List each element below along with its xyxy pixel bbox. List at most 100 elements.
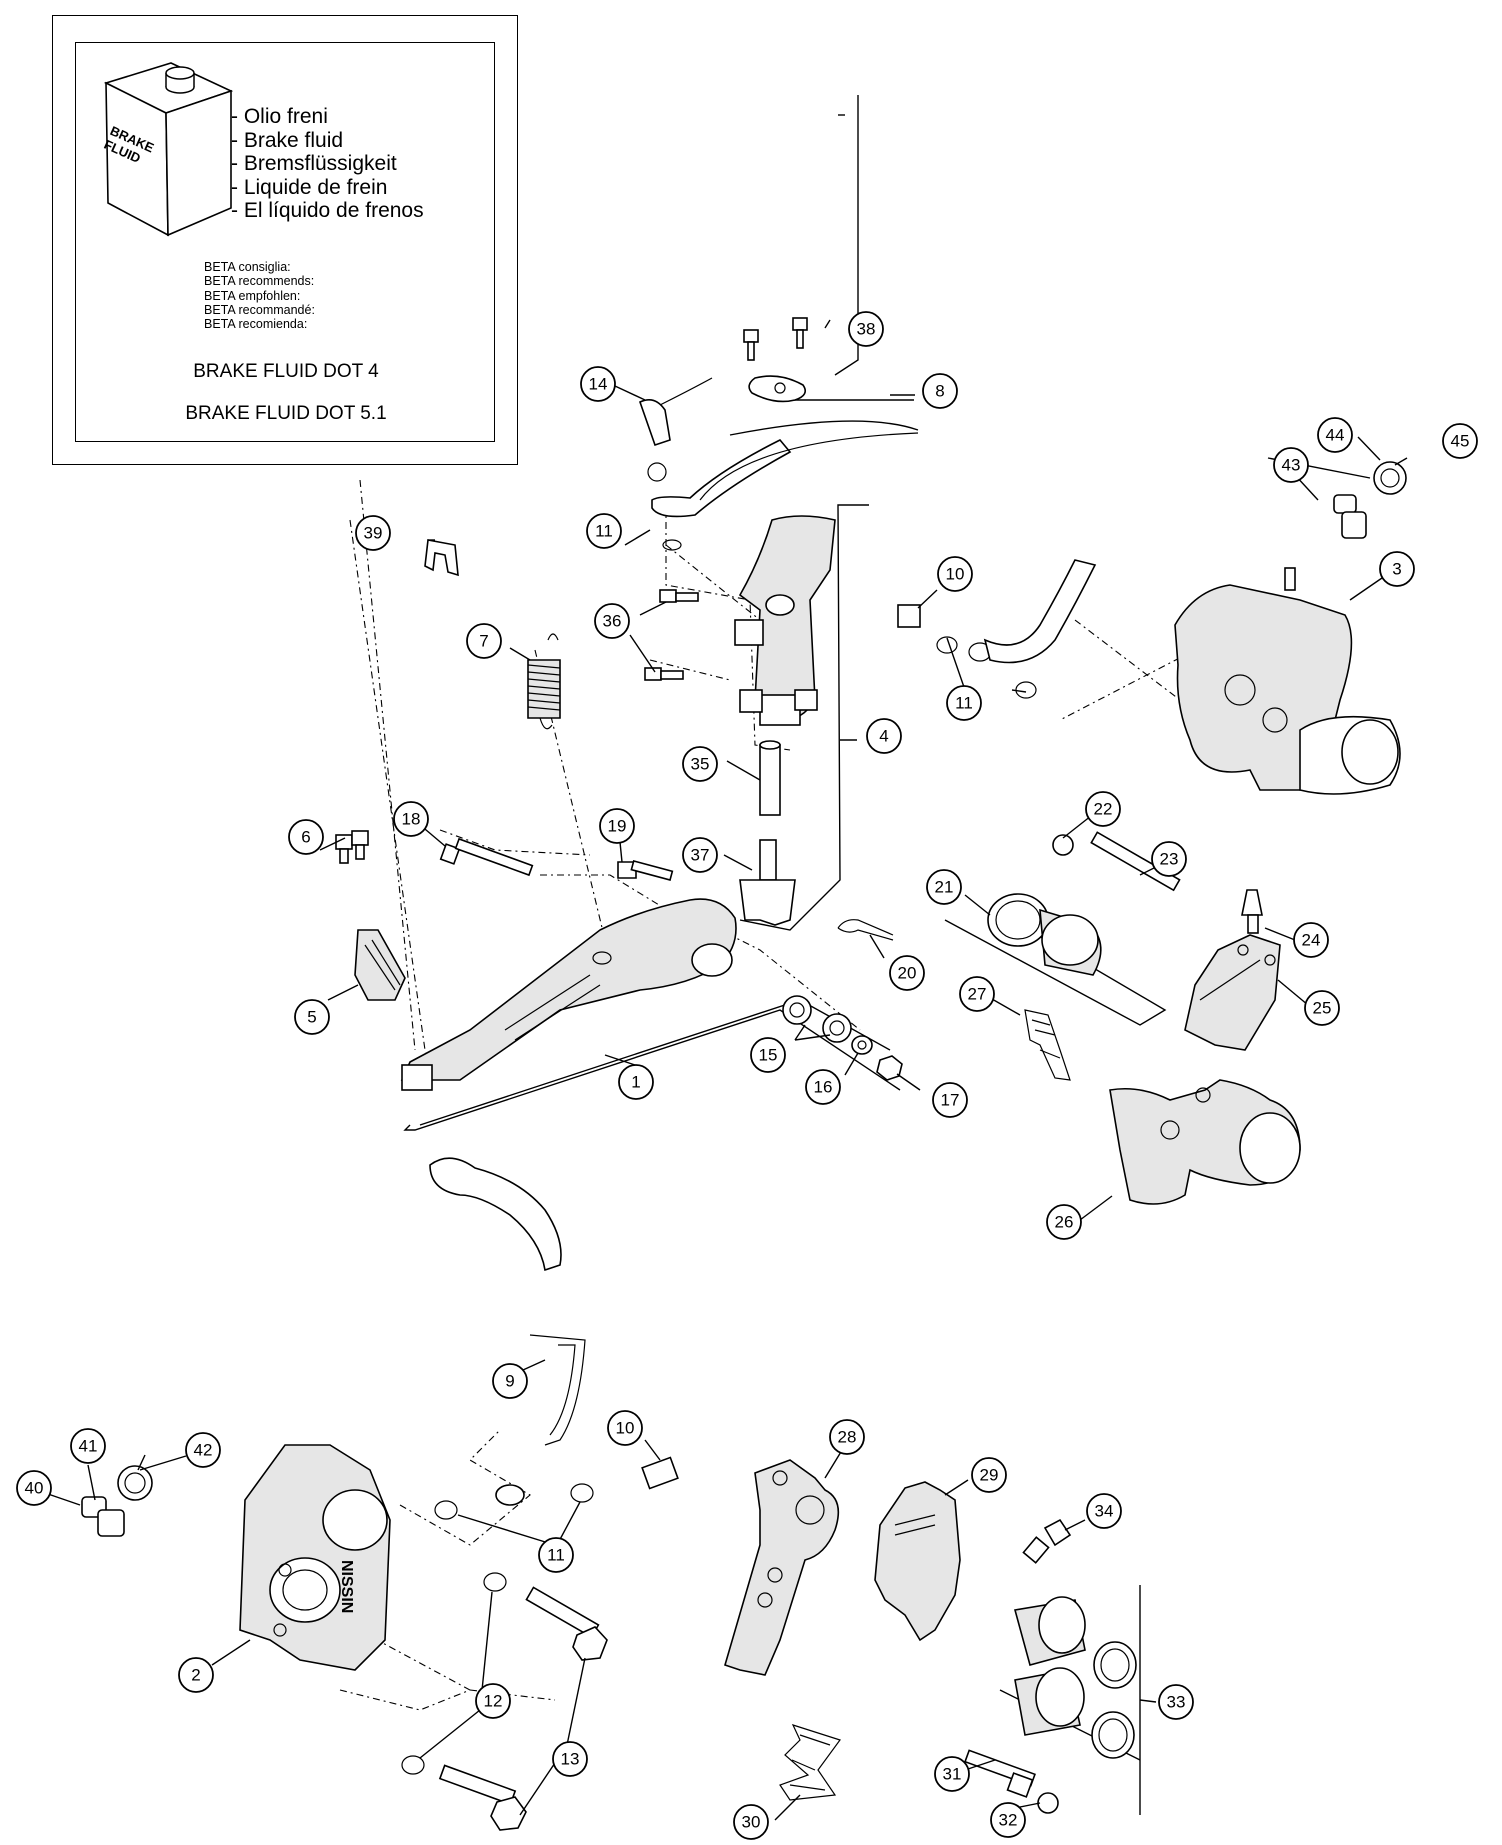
svg-text:19: 19 — [608, 817, 627, 836]
callout-30[interactable]: 30 — [733, 1804, 769, 1840]
svg-text:14: 14 — [589, 375, 608, 394]
brake-fluid-legend: BRAKE FLUID - Olio freni - Brake fluid -… — [52, 15, 518, 465]
svg-text:45: 45 — [1451, 432, 1470, 451]
callout-24[interactable]: 24 — [1293, 922, 1329, 958]
callout-31[interactable]: 31 — [934, 1756, 970, 1792]
part-bleeder-24 — [1241, 889, 1263, 934]
svg-text:7: 7 — [479, 632, 488, 651]
brake-fluid-can-icon — [103, 62, 234, 237]
callout-38[interactable]: 38 — [848, 311, 884, 347]
callout-10b[interactable]: 10 — [607, 1410, 643, 1446]
callout-26[interactable]: 26 — [1046, 1204, 1082, 1240]
callout-6[interactable]: 6 — [288, 819, 324, 855]
callout-1[interactable]: 1 — [618, 1064, 654, 1100]
callout-42[interactable]: 42 — [185, 1432, 221, 1468]
svg-text:13: 13 — [561, 1750, 580, 1769]
callout-44[interactable]: 44 — [1317, 417, 1353, 453]
part-clip-39 — [424, 539, 459, 577]
callout-14[interactable]: 14 — [580, 366, 616, 402]
callout-27[interactable]: 27 — [959, 976, 995, 1012]
callout-19[interactable]: 19 — [599, 808, 635, 844]
svg-text:16: 16 — [814, 1078, 833, 1097]
svg-text:23: 23 — [1160, 850, 1179, 869]
part-brake-pedal-1 — [400, 898, 737, 1091]
svg-text:33: 33 — [1167, 1693, 1186, 1712]
callout-11[interactable]: 11 — [586, 513, 622, 549]
callout-35[interactable]: 35 — [682, 746, 718, 782]
callout-17[interactable]: 17 — [932, 1082, 968, 1118]
svg-text:37: 37 — [691, 846, 710, 865]
callout-9[interactable]: 9 — [492, 1363, 528, 1399]
callout-7[interactable]: 7 — [466, 623, 502, 659]
callout-2[interactable]: 2 — [178, 1657, 214, 1693]
callout-45[interactable]: 45 — [1442, 423, 1478, 459]
part-rear-banjo-10 — [897, 559, 1097, 699]
callout-36[interactable]: 36 — [594, 603, 630, 639]
part-pad-pin-23 — [1090, 831, 1181, 892]
spec-dot4: BRAKE FLUID DOT 4 — [193, 361, 379, 382]
svg-text:30: 30 — [742, 1813, 761, 1832]
part-washers-12 — [401, 1572, 507, 1775]
callout-12[interactable]: 12 — [475, 1683, 511, 1719]
callout-15[interactable]: 15 — [750, 1037, 786, 1073]
part-pin-18 — [439, 837, 534, 877]
fluid-name-fr: - Liquide de frein — [231, 175, 388, 199]
svg-text:31: 31 — [943, 1765, 962, 1784]
callout-21[interactable]: 21 — [926, 869, 962, 905]
callout-33[interactable]: 33 — [1158, 1684, 1194, 1720]
svg-text:9: 9 — [505, 1372, 514, 1391]
part-pad-pin-31 — [964, 1749, 1036, 1798]
part-caliper-bracket-26 — [1109, 1079, 1301, 1205]
part-front-caliper-2: NISSIN — [239, 1444, 391, 1671]
svg-text:32: 32 — [999, 1811, 1018, 1830]
part-washer-16 — [851, 1035, 873, 1055]
callout-18[interactable]: 18 — [393, 801, 429, 837]
part-bolts-13 — [438, 1586, 608, 1831]
svg-text:17: 17 — [941, 1091, 960, 1110]
part-front-banjo-10 — [434, 1456, 679, 1520]
callout-16[interactable]: 16 — [805, 1069, 841, 1105]
callout-25[interactable]: 25 — [1304, 990, 1340, 1026]
callout-5[interactable]: 5 — [294, 999, 330, 1035]
callout-43[interactable]: 43 — [1273, 447, 1309, 483]
svg-text:38: 38 — [857, 320, 876, 339]
svg-text:10: 10 — [616, 1419, 635, 1438]
part-pistons-33 — [1013, 1596, 1137, 1759]
svg-text:3: 3 — [1392, 560, 1401, 579]
part-master-cylinder-4 — [734, 515, 836, 726]
callout-4[interactable]: 4 — [866, 718, 902, 754]
fluid-name-en: - Brake fluid — [231, 128, 344, 152]
callout-13[interactable]: 13 — [552, 1741, 588, 1777]
callout-28[interactable]: 28 — [829, 1419, 865, 1455]
callout-8[interactable]: 8 — [922, 373, 958, 409]
recommend-it: BETA consiglia: — [204, 260, 291, 274]
recommend-es: BETA recomienda: — [204, 317, 308, 332]
callout-34[interactable]: 34 — [1086, 1493, 1122, 1529]
part-pad-spring-27 — [1024, 1009, 1071, 1081]
callout-11c[interactable]: 11 — [538, 1537, 574, 1573]
callout-20[interactable]: 20 — [889, 955, 925, 991]
svg-text:24: 24 — [1302, 931, 1321, 950]
callout-22[interactable]: 22 — [1085, 791, 1121, 827]
recommendation-list: BETA consiglia: BETA recommends: BETA em… — [204, 260, 315, 331]
svg-text:34: 34 — [1095, 1502, 1114, 1521]
callout-10[interactable]: 10 — [937, 556, 973, 592]
callout-37[interactable]: 37 — [682, 837, 718, 873]
recommend-en: BETA recommends: — [204, 274, 315, 289]
part-cover-38 — [743, 317, 808, 403]
callout-11b[interactable]: 11 — [946, 685, 982, 721]
part-front-pads-29 — [874, 1481, 961, 1642]
part-pin-19 — [617, 859, 674, 881]
callout-32[interactable]: 32 — [990, 1802, 1026, 1838]
callout-23[interactable]: 23 — [1151, 841, 1187, 877]
svg-text:36: 36 — [603, 612, 622, 631]
svg-text:44: 44 — [1326, 426, 1345, 445]
fluid-name-it: - Olio freni — [231, 105, 328, 128]
callout-41[interactable]: 41 — [70, 1428, 106, 1464]
callout-3[interactable]: 3 — [1379, 551, 1415, 587]
callout-39[interactable]: 39 — [355, 515, 391, 551]
callout-40[interactable]: 40 — [16, 1470, 52, 1506]
svg-text:5: 5 — [307, 1008, 316, 1027]
callout-29[interactable]: 29 — [971, 1457, 1007, 1493]
